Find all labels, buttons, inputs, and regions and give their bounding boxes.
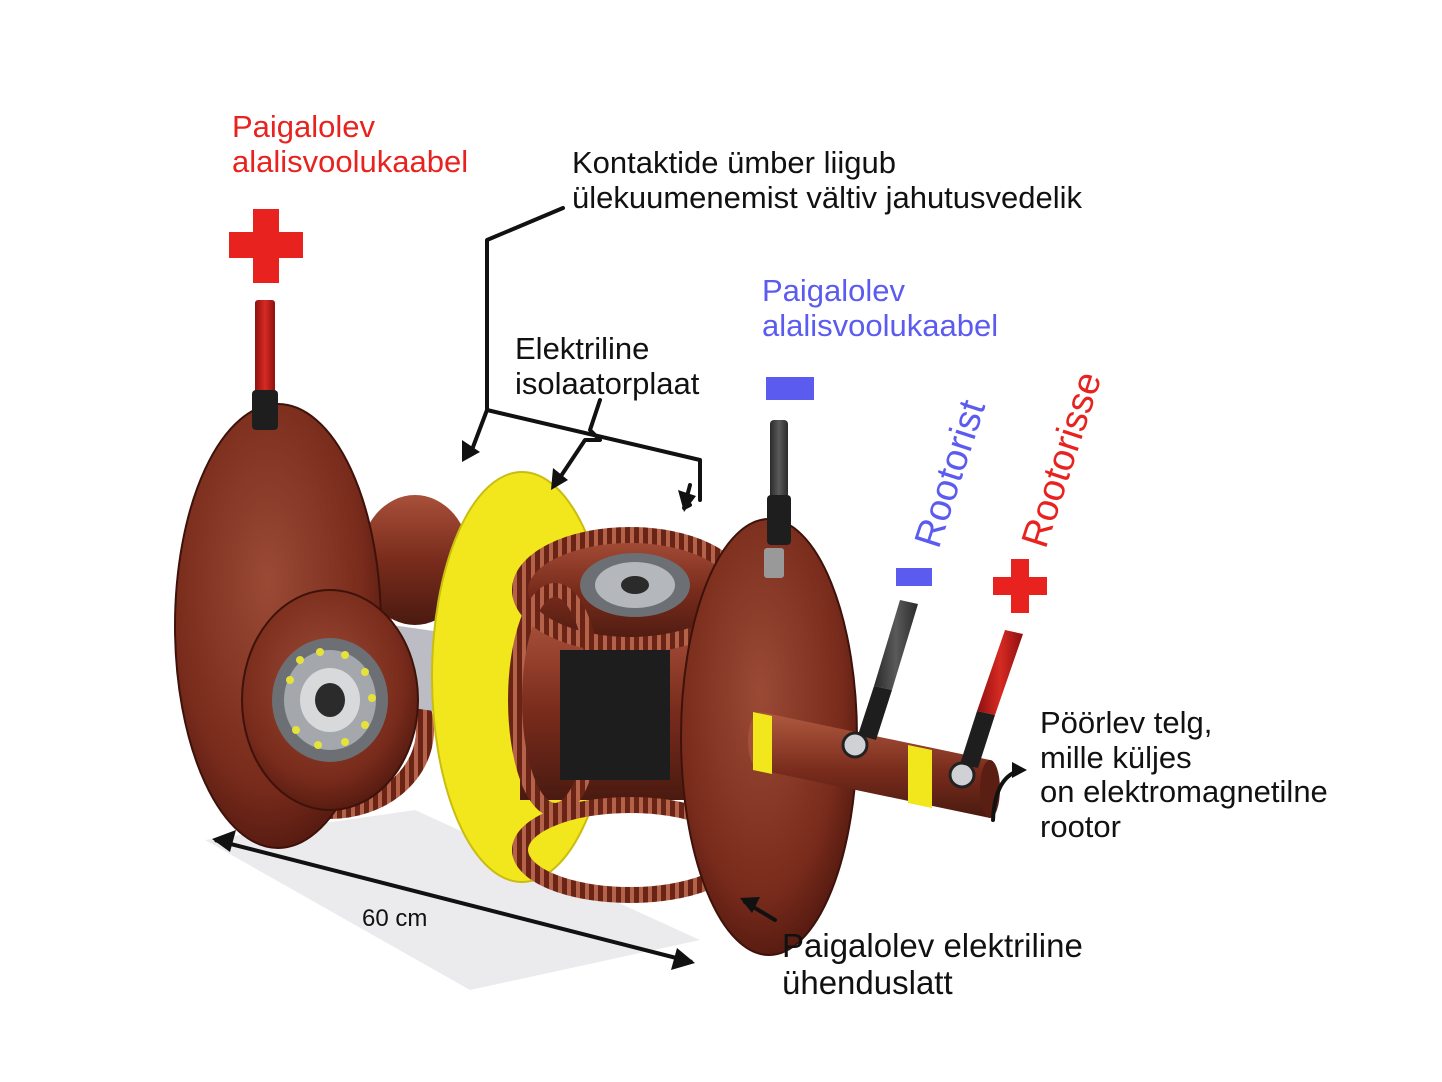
insulator-label-line1: Elektriline <box>515 331 650 366</box>
right-negative-cable <box>764 420 791 578</box>
right-cable-label-line2: alalisvoolukaabel <box>762 307 999 343</box>
insulator-label: Elektriline isolaatorplaat <box>515 331 700 401</box>
shaft-label-line4: rootor <box>1040 809 1121 845</box>
rotor-minus-sign <box>896 568 932 586</box>
shaft-label-line1: Pöörlev telg, <box>1040 705 1213 740</box>
coolant-label-line2: ülekuumenemist vältiv jahutusvedelik <box>572 179 1083 215</box>
rotor-plus-sign <box>993 559 1047 613</box>
leader-lines <box>468 206 1024 922</box>
shaft-label-line2: mille küljes <box>1040 739 1192 775</box>
left-cable-label-line1: Paigalolev <box>232 109 376 144</box>
rotor-negative-cable <box>858 600 918 740</box>
right-cable-minus-sign <box>766 377 814 400</box>
insulator-label-line2: isolaatorplaat <box>515 365 700 401</box>
dimension-arrow <box>212 830 695 970</box>
shaft-label-line3: on elektromagnetilne <box>1040 774 1328 810</box>
left-cable-label-line2: alalisvoolukaabel <box>232 143 469 179</box>
coolant-label-line1: Kontaktide ümber liigub <box>572 145 896 180</box>
left-cable-label: Paigalolev alalisvoolukaabel <box>232 109 469 179</box>
rotor-positive-cable <box>960 630 1023 768</box>
coolant-label: Kontaktide ümber liigub ülekuumenemist v… <box>572 145 1083 215</box>
shaft-label: Pöörlev telg, mille küljes on elektromag… <box>1040 705 1328 845</box>
busbar-label: Paigalolev elektriline ühenduslatt <box>782 927 1083 1002</box>
dimension-label: 60 cm <box>362 905 428 932</box>
busbar-label-line1: Paigalolev elektriline <box>782 927 1083 964</box>
right-cable-label-line1: Paigalolev <box>762 273 906 308</box>
busbar-label-line2: ühenduslatt <box>782 963 953 1001</box>
left-bearing-disc <box>241 589 419 811</box>
left-plus-sign <box>229 209 303 283</box>
rotating-shaft <box>748 712 1000 818</box>
left-positive-cable <box>252 300 278 430</box>
right-cable-label: Paigalolev alalisvoolukaabel <box>762 273 999 343</box>
center-coil-assembly <box>508 527 748 903</box>
